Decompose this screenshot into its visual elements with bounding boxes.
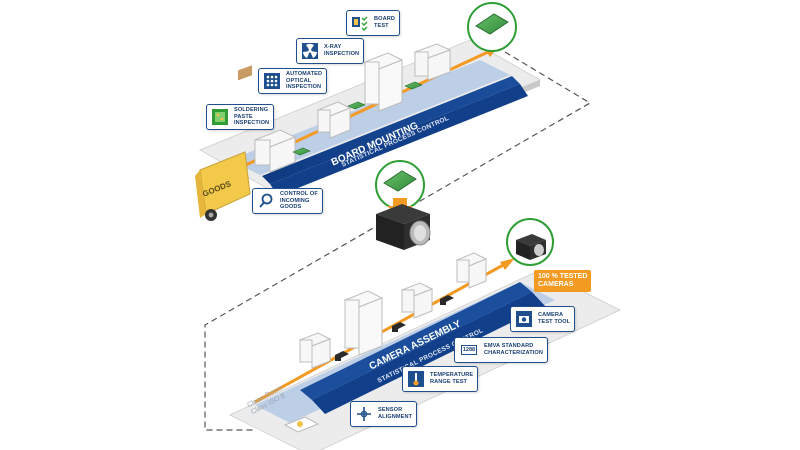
alignment-icon <box>354 404 374 424</box>
aoi-machine <box>316 101 352 139</box>
temperature-chamber <box>343 290 384 356</box>
grid-dots-icon <box>262 71 282 91</box>
label-control-incoming-goods: CONTROL OF INCOMING GOODS <box>252 188 323 214</box>
tested-cameras-badge: 100 % TESTED CAMERAS <box>534 270 592 292</box>
camera-body-icon <box>376 204 431 250</box>
alignment-machine <box>298 332 332 369</box>
dashed-flow-path <box>204 51 592 431</box>
boards-on-belt <box>292 81 423 156</box>
goods-truck-icon <box>195 65 252 221</box>
cleanroom-tile <box>283 416 320 433</box>
label-emva-characterization: 1288 EMVA STANDARD CHARACTERIZATION <box>454 337 548 363</box>
bottom-belt-band <box>312 292 545 414</box>
camera-test-machine <box>455 252 488 289</box>
radiation-icon <box>300 41 320 61</box>
paste-board-icon <box>210 107 230 127</box>
cameras-on-belt <box>335 295 454 361</box>
emva-machine <box>400 282 434 319</box>
middle-board-icon <box>383 170 417 192</box>
label-automated-optical-inspection: AUTOMATED OPTICAL INSPECTION <box>258 68 328 94</box>
soldering-machine <box>253 129 297 173</box>
top-belt <box>262 76 520 184</box>
top-belt-band <box>270 84 528 196</box>
top-belt-light <box>230 60 510 175</box>
label-camera-test-tool: CAMERA TEST TOOL <box>510 306 576 332</box>
board-test-machine <box>413 43 452 81</box>
finished-board-icon <box>475 13 509 35</box>
label-temperature-range-test: TEMPERATURE RANGE TEST <box>402 366 479 392</box>
bottom-belt <box>300 282 532 400</box>
label-xray-inspection: X-RAY INSPECTION <box>296 38 365 64</box>
label-soldering-paste-inspection: SOLDERING PASTE INSPECTION <box>206 104 275 130</box>
emva-1288-icon: 1288 <box>460 345 478 355</box>
magnifier-icon <box>256 191 276 211</box>
label-board-test: BOARD TEST <box>346 10 401 36</box>
xray-machine <box>363 52 404 112</box>
finished-camera-icon <box>516 234 546 260</box>
camera-tool-icon <box>514 309 534 329</box>
label-sensor-alignment: SENSOR ALIGNMENT <box>350 401 418 427</box>
thermometer-icon <box>406 369 426 389</box>
chip-checklist-icon <box>350 13 370 33</box>
bottom-arrow-head <box>500 258 515 270</box>
